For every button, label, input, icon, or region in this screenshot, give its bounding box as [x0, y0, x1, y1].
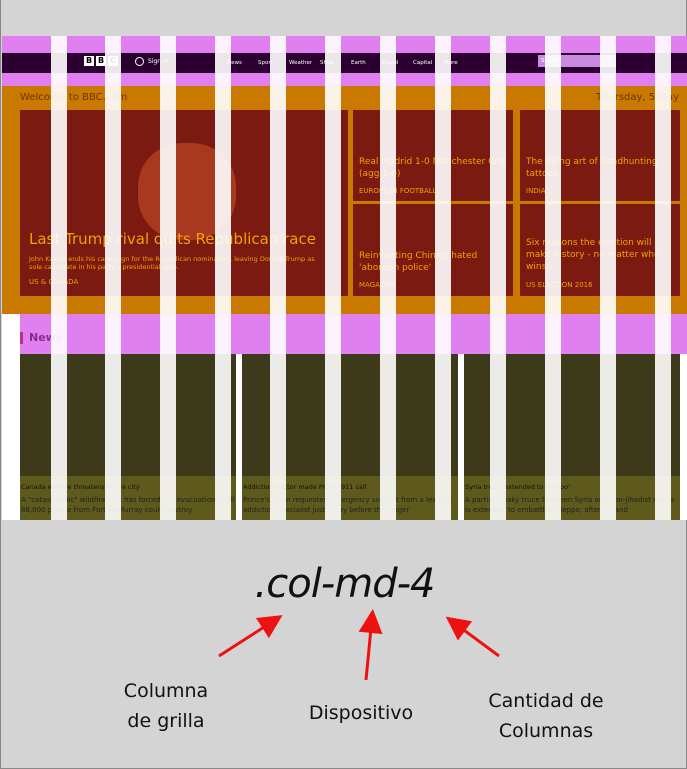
news-card-title: Syria truce 'extended to Aleppo': [465, 483, 570, 491]
grid-gutter: [215, 36, 231, 520]
grid-gutter: [160, 36, 176, 520]
news-card-title: Addiction doctor made Prince 911 call: [243, 483, 367, 491]
nav-item-capital[interactable]: Capital: [413, 60, 433, 66]
story-title: Real Madrid 1-0 Manchester City (agg 1-0…: [359, 157, 506, 179]
label-line: Columnas: [498, 720, 594, 742]
label-grid-column: Columna de grilla: [106, 676, 226, 736]
grid-gutter: [490, 36, 506, 520]
grid-gutter: [600, 36, 616, 520]
grid-gutter: [435, 36, 451, 520]
story-tile[interactable]: Real Madrid 1-0 Manchester City (agg 1-0…: [353, 110, 513, 201]
page-margin: [2, 314, 20, 520]
bbc-screenshot: B B C Sign in News Sport Weather Shop Ea…: [2, 36, 687, 520]
arrow-column-count: [445, 616, 500, 658]
grid-gutter: [105, 36, 121, 520]
sign-in-label: Sign in: [148, 58, 169, 65]
story-tag: MAGAZINE: [359, 281, 397, 289]
nav-item-sport[interactable]: Sport: [258, 60, 273, 66]
story-title: The dying art of headhunting tattoos: [526, 157, 658, 179]
user-icon: [135, 57, 144, 66]
label-line: de grilla: [127, 710, 205, 732]
arrow-device: [358, 609, 383, 681]
nav-item-earth[interactable]: Earth: [351, 60, 366, 66]
sign-in-link[interactable]: Sign in: [135, 57, 168, 66]
date-text: Thursday, 5 May: [595, 92, 679, 103]
grid-gutter: [655, 36, 671, 520]
label-device: Dispositivo: [308, 702, 414, 724]
label-column-count: Cantidad de Columnas: [471, 686, 621, 746]
nav-item-weather[interactable]: Weather: [289, 60, 313, 66]
welcome-text: Welcome to BBC.com: [20, 92, 128, 103]
label-line: Cantidad de: [488, 690, 604, 712]
grid-gutter: [325, 36, 341, 520]
grid-gutter: [270, 36, 286, 520]
story-tag: EUROPEAN FOOTBALL: [359, 187, 437, 195]
story-tile[interactable]: Reinventing China's hated 'abortion poli…: [353, 204, 513, 296]
bbc-logo-letter: B: [84, 56, 94, 66]
bbc-logo-letter: B: [96, 56, 106, 66]
story-tag: INDIA: [526, 187, 546, 195]
grid-gutter: [545, 36, 561, 520]
arrow-grid-column: [218, 615, 283, 658]
grid-gutter: [380, 36, 396, 520]
news-card-title: Canada wildfire threatens entire city: [21, 483, 140, 491]
grid-gutter: [51, 36, 67, 520]
nav-item-news[interactable]: News: [227, 60, 242, 66]
story-title: Six reasons the election will make histo…: [526, 238, 660, 272]
label-line: Columna: [123, 680, 209, 702]
bootstrap-class-name: .col-md-4: [254, 561, 436, 607]
